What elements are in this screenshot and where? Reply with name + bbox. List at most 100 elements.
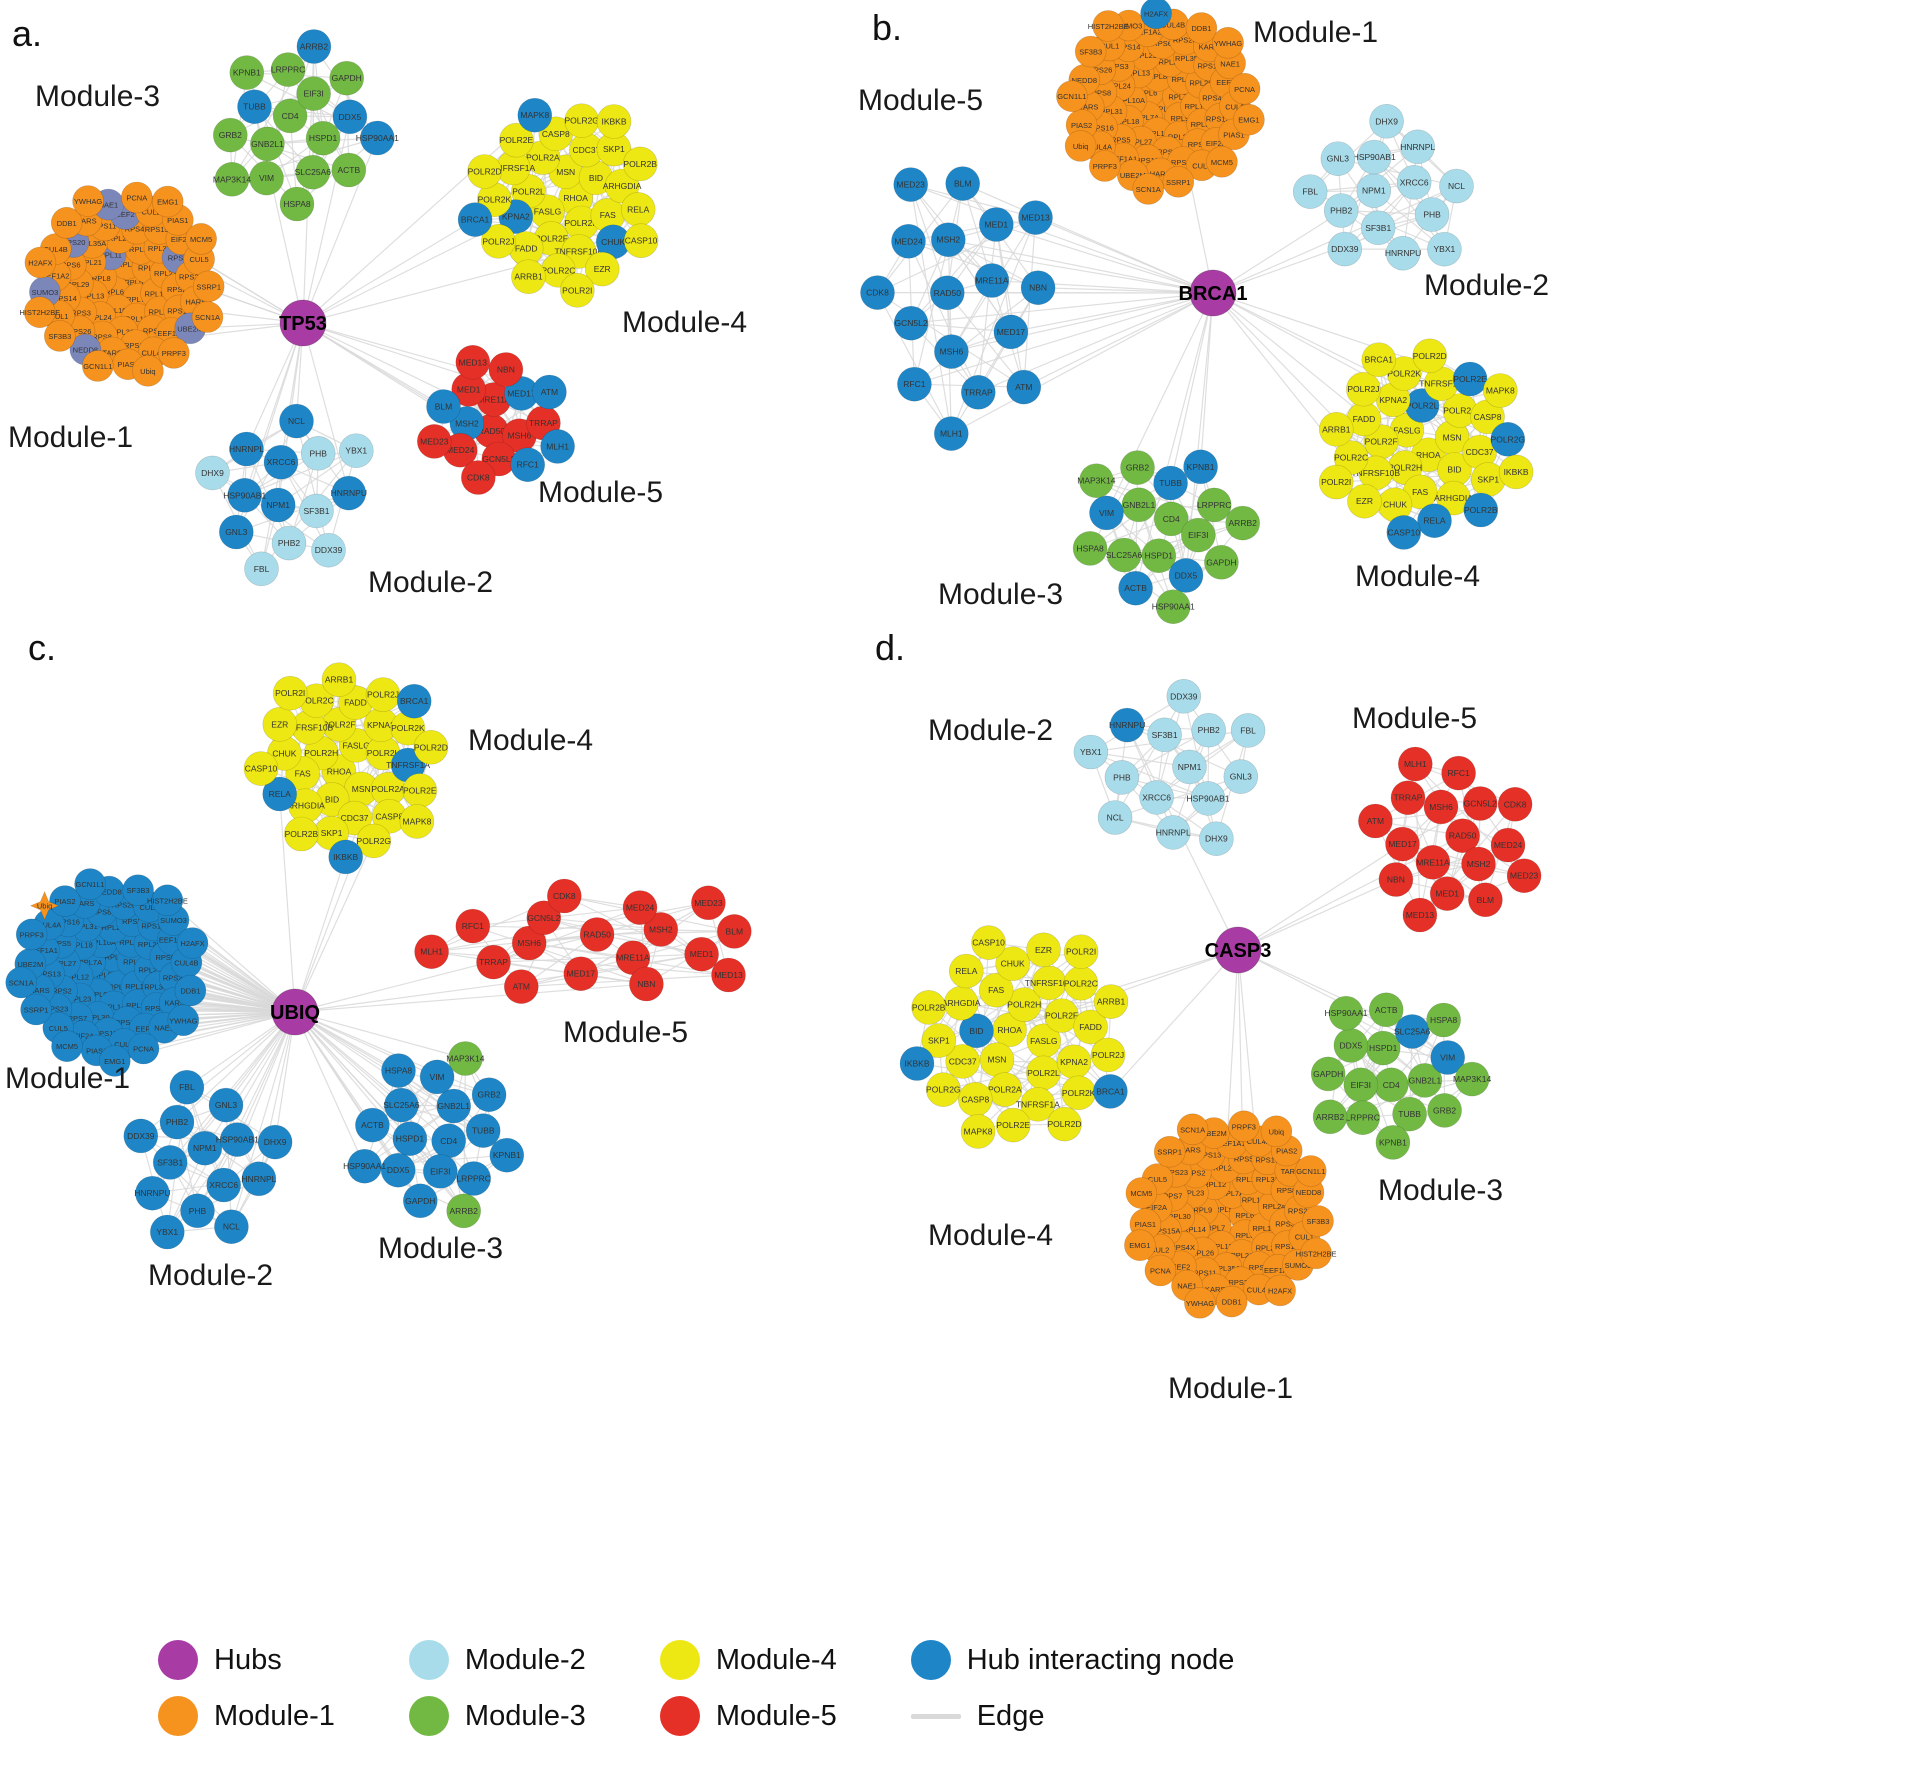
edge [302, 114, 536, 324]
node-label: YBX1 [1080, 747, 1102, 757]
node-POLR2D[interactable] [467, 154, 502, 189]
node-label: ARRB1 [325, 675, 354, 685]
node-SF3B1[interactable] [299, 493, 334, 529]
edge [287, 69, 350, 171]
node-POLR2I[interactable] [559, 272, 595, 308]
node-label: MCM5 [1211, 158, 1233, 167]
node-GRB2[interactable] [213, 117, 248, 153]
node-MAPK8[interactable] [517, 97, 553, 133]
node-label: RELA [627, 204, 650, 214]
node-SCN1A[interactable] [191, 301, 224, 333]
node-label: FASLG [534, 207, 561, 217]
node-TUBB[interactable] [237, 89, 272, 124]
node-DDB1[interactable] [50, 207, 83, 239]
legend-item-module-3: Module-3 [408, 1696, 586, 1736]
node-ARRB2[interactable] [296, 29, 332, 64]
node-label: CASP8 [961, 1094, 989, 1104]
node-HSP90AB1[interactable] [227, 477, 262, 513]
node-IKBKB[interactable] [596, 104, 632, 139]
node-label: GNB2L1 [251, 139, 284, 149]
node-PCNA[interactable] [121, 181, 153, 214]
node-label: HARS [185, 297, 206, 306]
node-EZR[interactable] [584, 251, 620, 287]
node-label: Ubiq [1269, 1127, 1284, 1136]
node-label: RPL14 [129, 245, 152, 254]
node-KPNB1[interactable] [229, 55, 265, 90]
node-PHB[interactable] [300, 435, 336, 471]
node-DHX9[interactable] [195, 455, 230, 491]
node-label: PIAS2 [1071, 121, 1092, 130]
node-MCM5[interactable] [185, 223, 217, 255]
node-POLR2J[interactable] [481, 224, 516, 259]
node-XRCC6[interactable] [263, 444, 299, 480]
node-YWHAG[interactable] [72, 185, 104, 217]
node-NPM1[interactable] [260, 487, 296, 523]
node-HNRNPU[interactable] [331, 475, 367, 511]
node-H2AFX[interactable] [24, 246, 57, 279]
node-HNRNPL[interactable] [229, 431, 264, 467]
node-label: MLH1 [1404, 759, 1427, 769]
node-GCN1L1[interactable] [82, 350, 114, 382]
node-label: RPL5 [124, 278, 143, 287]
hub-node-TP53[interactable] [279, 299, 327, 347]
node-MED13[interactable] [455, 344, 491, 380]
node-ACTB[interactable] [331, 152, 367, 188]
module-label-d-module5: Module-5 [1352, 702, 1477, 735]
node-SLC25A6[interactable] [295, 154, 331, 190]
node-label: RPS15A [145, 225, 174, 234]
node-label: BRCA1 [1096, 1086, 1125, 1096]
node-label: CASP10 [245, 764, 278, 774]
node-label: BRCA1 [400, 696, 429, 706]
node-HIST2H2BE[interactable] [23, 296, 56, 329]
node-VIM[interactable] [249, 160, 284, 196]
node-ATM[interactable] [532, 374, 567, 410]
legend-item-module-4: Module-4 [659, 1640, 837, 1680]
node-PRPF3[interactable] [158, 337, 190, 369]
node-Ubiq[interactable] [132, 354, 164, 387]
node-label: POLR2I [1066, 947, 1096, 957]
node-LRPPRC[interactable] [270, 52, 306, 87]
node-SF3B3[interactable] [43, 320, 76, 352]
node-label: MED24 [1494, 840, 1523, 850]
node-FBL[interactable] [244, 551, 279, 587]
hub-interacting-node-swatch [910, 1640, 951, 1680]
node-GNB2L1[interactable] [250, 126, 285, 162]
node-label: SF3B1 [1152, 730, 1178, 740]
node-POLR2E[interactable] [499, 122, 534, 158]
node-DDX39[interactable] [311, 532, 346, 568]
node-label: MED24 [894, 236, 923, 246]
node-EIF3I[interactable] [296, 76, 331, 111]
node-MED23[interactable] [416, 424, 452, 459]
node-EMG1[interactable] [151, 185, 184, 218]
node-label: TRRAP [529, 418, 558, 428]
node-GNL3[interactable] [219, 514, 254, 550]
node-label: RAD50 [1449, 831, 1477, 841]
node-NBN[interactable] [488, 352, 524, 387]
node-CDK8[interactable] [460, 460, 496, 495]
node-DDX5[interactable] [332, 99, 368, 135]
module-label-d-module3: Module-3 [1378, 1174, 1503, 1207]
node-label: FBL [254, 564, 270, 574]
node-ARRB1[interactable] [511, 259, 546, 295]
node-CD4[interactable] [272, 98, 308, 134]
node-PHB2[interactable] [271, 525, 307, 561]
node-MLH1[interactable] [540, 429, 575, 464]
node-label: RPL7A [126, 295, 150, 304]
node-label: MSH6 [940, 347, 964, 357]
node-GAPDH[interactable] [329, 60, 365, 96]
node-label: POLR2E [996, 1120, 1030, 1130]
node-RFC1[interactable] [510, 447, 546, 483]
node-NCL[interactable] [279, 403, 314, 439]
node-label: HSP90AB1 [1353, 152, 1396, 162]
node-label: NBN [1387, 875, 1405, 885]
node-YBX1[interactable] [338, 433, 374, 469]
node-BRCA1[interactable] [457, 202, 493, 237]
node-POLR2B[interactable] [622, 146, 658, 182]
node-CASP10[interactable] [623, 223, 659, 258]
node-MAP3K14[interactable] [214, 162, 250, 197]
node-HSPD1[interactable] [305, 120, 341, 156]
node-HSPA8[interactable] [279, 186, 315, 222]
node-HSP90AA1[interactable] [359, 120, 395, 156]
node-label: HSP90AB1 [1187, 793, 1230, 803]
node-BLM[interactable] [426, 389, 461, 424]
